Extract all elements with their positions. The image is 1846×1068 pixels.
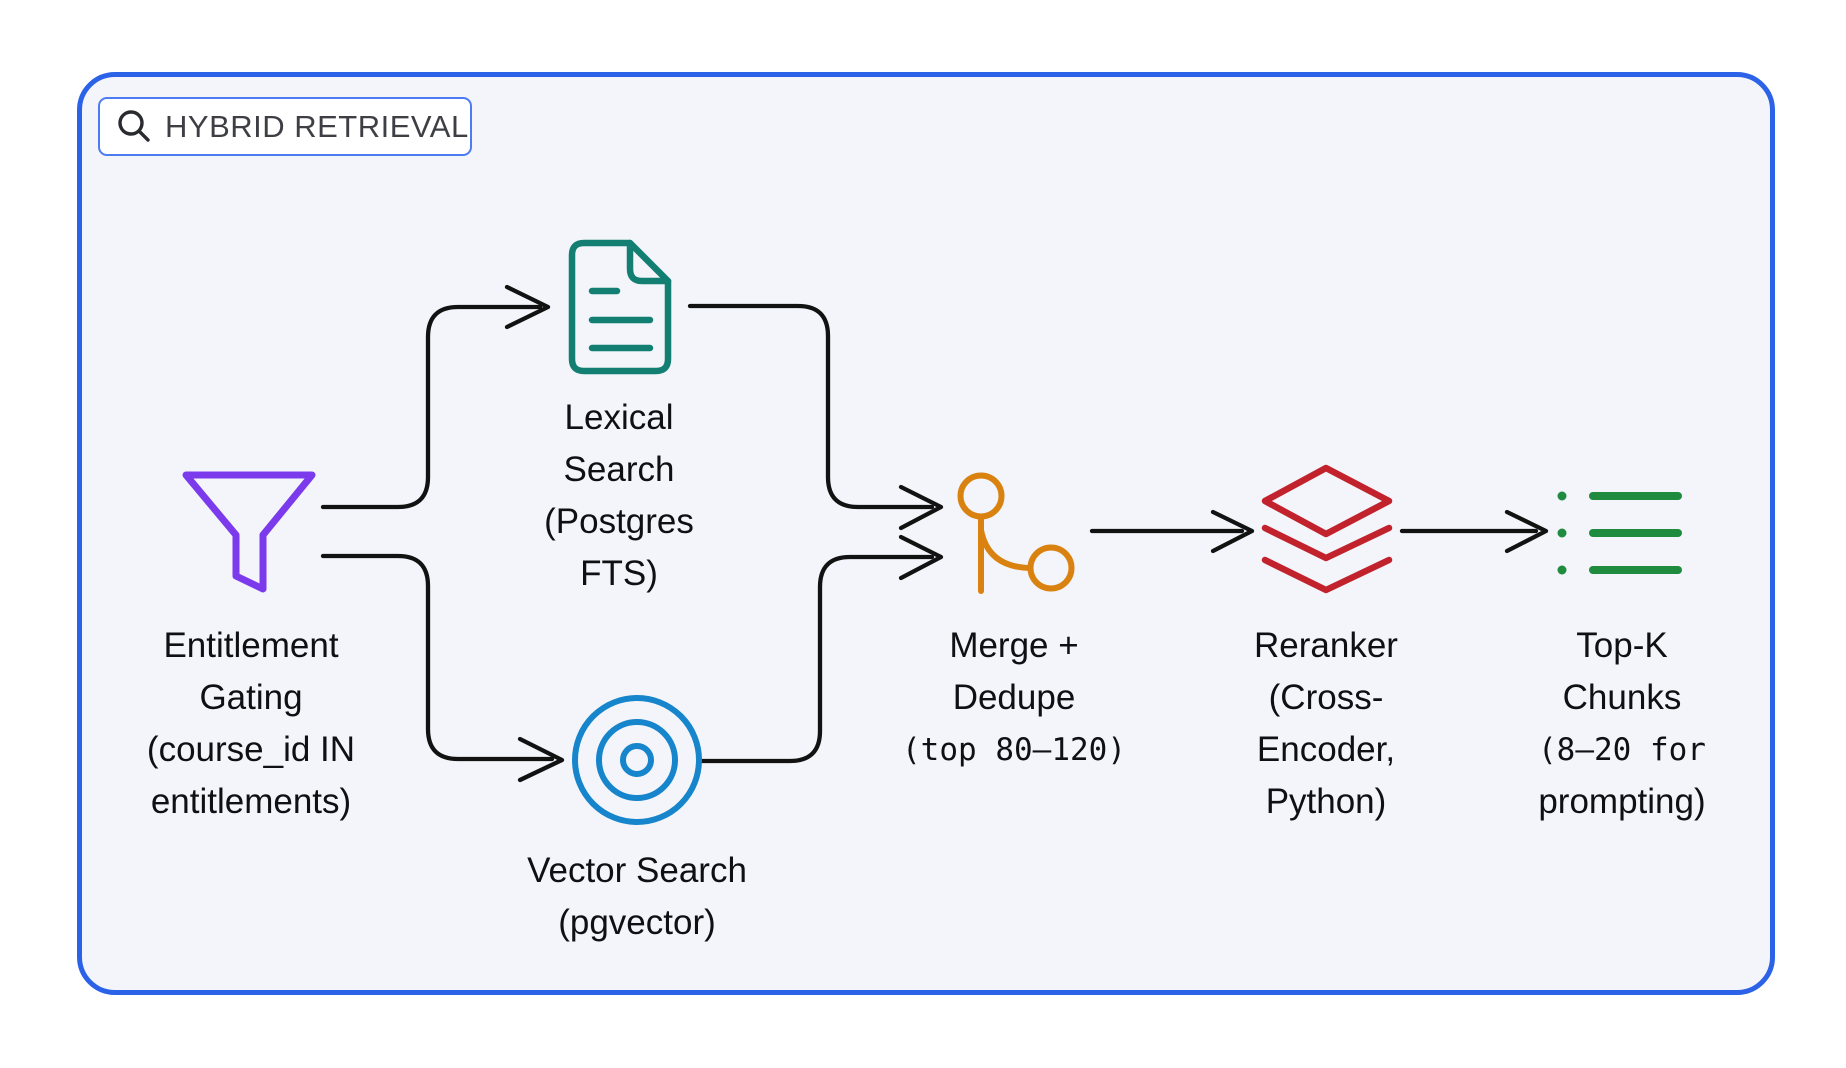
- node-label-vector-search: Vector Search (pgvector): [477, 845, 797, 949]
- label-line: Merge +: [949, 626, 1079, 665]
- search-icon: [118, 109, 150, 142]
- label-line: (pgvector): [558, 903, 716, 942]
- node-label-lexical-search: Lexical Search (Postgres FTS): [459, 392, 779, 600]
- git-merge-icon: [957, 472, 1075, 594]
- node-label-reranker: Reranker (Cross- Encoder, Python): [1166, 620, 1486, 828]
- funnel-icon: [182, 471, 316, 593]
- label-line: Lexical: [564, 398, 674, 437]
- label-line: Python): [1265, 782, 1387, 821]
- node-label-entitlement-gating: Entitlement Gating (course_id IN entitle…: [91, 620, 411, 828]
- label-line: Dedupe: [952, 678, 1076, 717]
- arrow-gating-to-lexical: [320, 284, 551, 510]
- label-line: (top 80–120): [902, 732, 1126, 768]
- arrow-lexical-to-merge: [687, 303, 944, 531]
- label-line: (8–20 for: [1538, 732, 1706, 768]
- arrow-merge-to-reranker: [1089, 509, 1255, 554]
- label-line: Reranker: [1254, 626, 1398, 665]
- label-line: Gating: [199, 678, 303, 717]
- arrow-gating-to-vector: [320, 553, 565, 783]
- arrow-vector-to-merge: [699, 534, 944, 764]
- diagram-title-box: HYBRID RETRIEVAL: [98, 97, 472, 156]
- target-icon: [572, 695, 702, 825]
- label-line: Search: [563, 450, 675, 489]
- node-label-merge-dedupe: Merge + Dedupe (top 80–120): [854, 620, 1174, 776]
- label-line: entitlements): [150, 782, 352, 821]
- label-line: Entitlement: [163, 626, 339, 665]
- label-line: FTS): [580, 554, 658, 593]
- label-line: Vector Search: [527, 851, 747, 890]
- label-line: Top-K: [1576, 626, 1668, 665]
- diagram-title: HYBRID RETRIEVAL: [165, 108, 469, 144]
- label-line: Chunks: [1562, 678, 1682, 717]
- label-line: (Cross-: [1268, 678, 1384, 717]
- label-line: Encoder,: [1256, 730, 1396, 769]
- layers-icon: [1261, 464, 1393, 594]
- diagram-panel: [77, 72, 1775, 995]
- node-label-top-k-chunks: Top-K Chunks (8–20 for prompting): [1462, 620, 1782, 828]
- document-icon: [568, 239, 672, 375]
- arrow-reranker-to-topk: [1399, 509, 1549, 554]
- label-line: prompting): [1538, 782, 1706, 821]
- label-line: (course_id IN: [146, 730, 356, 769]
- list-icon: [1557, 491, 1682, 575]
- label-line: (Postgres: [544, 502, 694, 541]
